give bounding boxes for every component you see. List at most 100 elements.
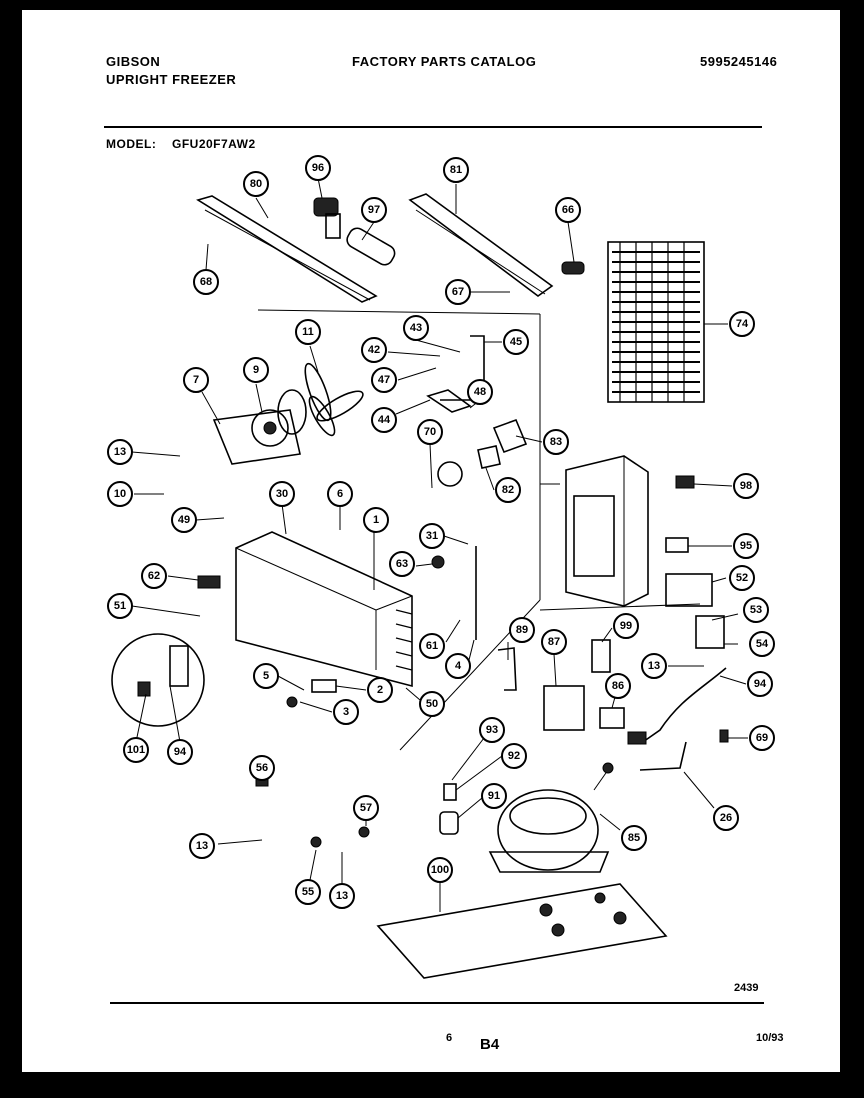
callout-label: 51 (114, 600, 126, 612)
callout-circle (743, 597, 769, 623)
callout-circle (501, 743, 527, 769)
callout-80: 80 (243, 171, 269, 197)
callout-label: 70 (424, 426, 436, 438)
revision-date: 10/93 (756, 1032, 784, 1044)
callout-9: 9 (243, 357, 269, 383)
callout-92: 92 (501, 743, 527, 769)
callout-circle (353, 795, 379, 821)
callout-7: 7 (183, 367, 209, 393)
model-number: GFU20F7AW2 (172, 137, 256, 151)
callout-label: 95 (740, 540, 752, 552)
callout-circle (269, 481, 295, 507)
callout-62: 62 (141, 563, 167, 589)
callout-45: 45 (503, 329, 529, 355)
callout-circle (479, 717, 505, 743)
callout-circle (171, 507, 197, 533)
callout-100: 100 (427, 857, 453, 883)
callout-label: 13 (336, 890, 348, 902)
callout-label: 56 (256, 762, 268, 774)
drain-tube (497, 647, 517, 691)
callout-93: 93 (479, 717, 505, 743)
callout-label: 43 (410, 322, 422, 334)
callout-circle (249, 755, 275, 781)
part-57 (358, 826, 370, 838)
callout-label: 49 (178, 514, 190, 526)
callout-label: 45 (510, 336, 522, 348)
detail-clip (137, 681, 151, 697)
callout-85: 85 (621, 825, 647, 851)
callout-circle (509, 617, 535, 643)
callout-circle (641, 653, 667, 679)
drawing-number: 2439 (734, 982, 759, 994)
part-62 (197, 575, 221, 589)
callout-circle (555, 197, 581, 223)
callout-circle (613, 613, 639, 639)
callout-circle (543, 429, 569, 455)
plate-hole (613, 911, 627, 925)
callout-66: 66 (555, 197, 581, 223)
callout-94: 94 (747, 671, 773, 697)
callout-label: 4 (455, 660, 462, 672)
callout-69: 69 (749, 725, 775, 751)
callout-label: 63 (396, 558, 408, 570)
callout-label: 44 (378, 414, 391, 426)
front-rail (196, 195, 378, 303)
leader-lines (131, 177, 748, 912)
callout-circle (327, 481, 353, 507)
power-cord (639, 667, 727, 745)
callout-circle (107, 593, 133, 619)
terminal-cover (492, 418, 528, 454)
callout-label: 101 (127, 744, 145, 756)
callout-label: 10 (114, 488, 126, 500)
callout-5: 5 (253, 663, 279, 689)
callout-67: 67 (445, 279, 471, 305)
callout-circle (361, 197, 387, 223)
callout-label: 13 (196, 840, 208, 852)
callout-circle (605, 673, 631, 699)
callout-circle (371, 407, 397, 433)
fan-blade (304, 362, 364, 437)
callout-96: 96 (305, 155, 331, 181)
callout-label: 86 (612, 680, 624, 692)
callout-label: 11 (302, 326, 314, 338)
callout-circle (141, 563, 167, 589)
callout-label: 30 (276, 488, 288, 500)
callout-circle (361, 337, 387, 363)
callout-49: 49 (171, 507, 197, 533)
callout-30: 30 (269, 481, 295, 507)
relay-clip (477, 445, 501, 469)
callout-circle (295, 879, 321, 905)
callout-10: 10 (107, 481, 133, 507)
callout-48: 48 (467, 379, 493, 405)
callout-circle (749, 725, 775, 751)
callout-circle (389, 551, 415, 577)
callout-label: 2 (377, 684, 383, 696)
callout-circle (419, 691, 445, 717)
cord-plug (627, 731, 647, 745)
callout-circle (503, 329, 529, 355)
callout-circle (419, 633, 445, 659)
footer-rule (110, 1002, 764, 1004)
callout-13: 13 (107, 439, 133, 465)
callout-label: 67 (452, 286, 464, 298)
callout-circle (747, 671, 773, 697)
part-3 (286, 696, 298, 708)
callout-52: 52 (729, 565, 755, 591)
callout-circle (167, 739, 193, 765)
callout-label: 97 (368, 204, 380, 216)
rear-rail (408, 193, 554, 297)
callout-circle (729, 565, 755, 591)
bracket-foot (426, 389, 472, 413)
callout-6: 6 (327, 481, 353, 507)
callout-circle (541, 629, 567, 655)
callout-98: 98 (733, 473, 759, 499)
overload (439, 811, 459, 835)
callout-circle (183, 367, 209, 393)
callout-label: 6 (337, 488, 343, 500)
callout-circle (749, 631, 775, 657)
callout-56: 56 (249, 755, 275, 781)
callout-circle (363, 507, 389, 533)
grommet (561, 261, 585, 275)
callout-82: 82 (495, 477, 521, 503)
